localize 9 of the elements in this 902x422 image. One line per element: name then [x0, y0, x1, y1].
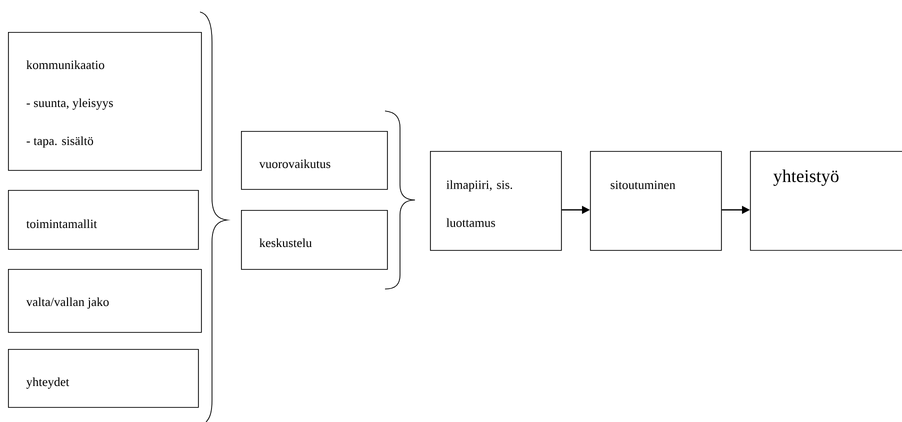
text-box: keskustelu [241, 210, 388, 270]
text-box: valta/vallan jako [8, 269, 202, 333]
text-box: ilmapiiri, sis. luottamus [430, 151, 562, 251]
text-box: yhteistyö [750, 151, 902, 251]
text-box: yhteydet [8, 349, 199, 408]
text-box: sitoutuminen [590, 151, 722, 251]
text-box: toimintamallit [8, 190, 199, 250]
text-box: vuorovaikutus [241, 131, 388, 190]
text-box: kommunikaatio - suunta, yleisyys - tapa. sisältö [8, 32, 202, 171]
